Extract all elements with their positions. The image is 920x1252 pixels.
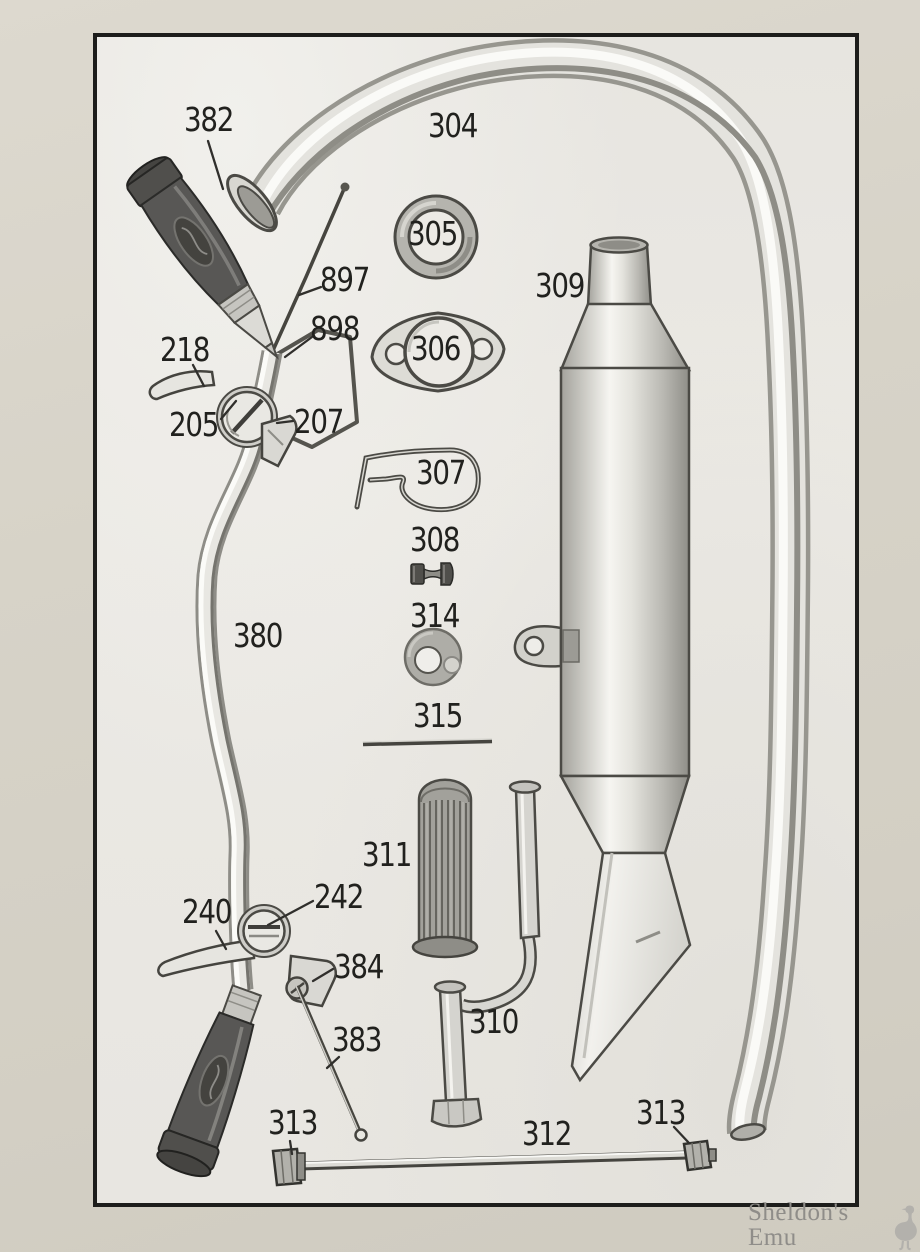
bracket-207 (260, 414, 298, 468)
twist-grip-lower (156, 984, 263, 1178)
lever-240 (157, 938, 256, 978)
lever-218 (148, 370, 216, 401)
watermark: Sheldon's Emu (748, 1200, 920, 1252)
part-label-384: 384 (334, 947, 384, 986)
part-label-314: 314 (410, 596, 460, 635)
rod-383 (295, 985, 368, 1142)
ring-nut-305 (393, 194, 479, 280)
stay-bracket-310 (430, 780, 542, 1128)
bolt-308 (410, 562, 454, 586)
part-label-315: 315 (413, 696, 463, 735)
part-label-898: 898 (310, 309, 360, 348)
part-label-310: 310 (469, 1002, 519, 1041)
twist-grip-382 (126, 156, 279, 360)
rod-315 (362, 738, 493, 747)
watermark-text: Sheldon's Emu (748, 1199, 849, 1251)
part-label-382: 382 (184, 100, 234, 139)
part-label-312: 312 (522, 1114, 572, 1153)
part-label-311: 311 (362, 835, 412, 874)
bolt-312 (271, 1139, 717, 1187)
leader-lines (191, 139, 691, 1156)
rubber-grip-311 (411, 778, 479, 959)
part-label-240: 240 (182, 892, 232, 931)
part-label-897: 897 (320, 260, 370, 299)
part-label-218: 218 (160, 330, 210, 369)
part-label-383: 383 (332, 1020, 382, 1059)
part-label-242: 242 (314, 877, 364, 916)
flange-gasket-306 (370, 311, 506, 393)
control-rod-897 (264, 182, 350, 367)
part-label-380: 380 (233, 616, 283, 655)
clip-307 (354, 447, 481, 513)
nut-313-right (682, 1139, 717, 1172)
emu-icon (894, 1205, 917, 1251)
part-label-306: 306 (411, 329, 461, 368)
washer-314 (403, 627, 463, 687)
nut-313-left (271, 1147, 306, 1187)
part-label-205: 205 (169, 405, 219, 444)
exhaust-pipe-304 (226, 38, 811, 1141)
wire-clip-898 (272, 328, 359, 449)
part-label-307: 307 (416, 453, 466, 492)
part-label-313: 313 (268, 1103, 318, 1142)
part-label-309: 309 (535, 266, 585, 305)
silencer-309 (513, 236, 692, 1083)
part-label-308: 308 (410, 520, 460, 559)
part-label-207: 207 (294, 402, 344, 441)
part-label-304: 304 (428, 106, 478, 145)
part-label-313: 313 (636, 1093, 686, 1132)
part-label-305: 305 (408, 214, 458, 253)
